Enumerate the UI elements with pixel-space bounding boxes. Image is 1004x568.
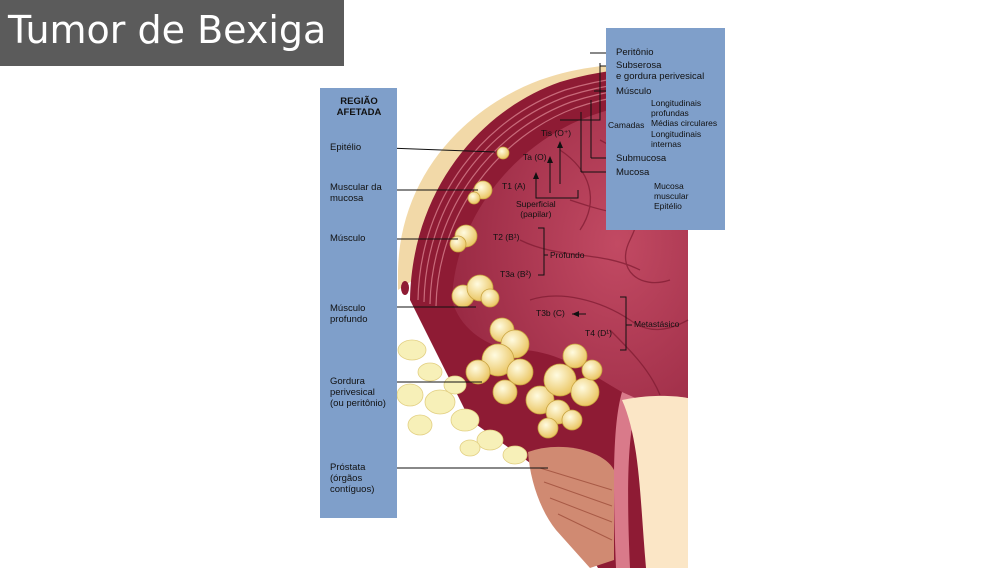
urethra [614, 392, 640, 568]
region-deep-muscle: Músculo profundo [330, 303, 368, 325]
layer-deep-longitudinal: Longitudinais profundas [651, 98, 702, 118]
prostate-lobules [539, 467, 613, 541]
affected-region-header: REGIÃO AFETADA [336, 96, 382, 118]
label-layers: Camadas [608, 120, 645, 130]
label-peritoneum: Peritônio [616, 47, 654, 58]
prostate [528, 446, 614, 568]
affected-region-panel [320, 88, 397, 518]
region-perivesical-fat: Gordura perivesical (ou peritônio) [330, 376, 386, 409]
stage-deep: Profundo [550, 250, 585, 260]
title-banner: Tumor de Bexiga [0, 0, 344, 66]
page-title: Tumor de Bexiga [8, 8, 327, 52]
mucosa-muscularis: Mucosa muscular [654, 181, 689, 201]
small-lesion [401, 281, 409, 295]
bladder-neck [622, 395, 688, 568]
region-muscle: Músculo [330, 233, 366, 244]
stage-superficial: Superficial (papilar) [516, 199, 556, 219]
stage-t3b: T3b (C) [536, 308, 565, 318]
stage-t3a: T3a (B²) [500, 269, 532, 279]
stage-metastatic: Metastásico [634, 319, 680, 329]
layer-internal-longitudinal: Longitudinais internas [651, 129, 702, 149]
layer-middle-circular: Médias circulares [651, 118, 718, 128]
stage-t4: T4 (D¹) [585, 328, 612, 338]
stage-t2: T2 (B¹) [493, 232, 520, 242]
label-submucosa: Submucosa [616, 153, 667, 164]
label-muscle-layer: Músculo [616, 86, 652, 97]
mucosa-epithelium: Epitélio [654, 201, 682, 211]
stage-ta: Ta (O) [523, 152, 547, 162]
region-muscularis-mucosa: Muscular da mucosa [330, 182, 382, 204]
label-subserosa: Subserosa e gordura perivesical [616, 60, 705, 82]
perivesical-fat [396, 339, 528, 465]
anatomy-layers-panel [606, 28, 725, 230]
mucosal-folds [519, 139, 689, 396]
stage-t1: T1 (A) [502, 181, 526, 191]
stage-tis: Tis (O⁺) [541, 128, 572, 138]
tumors [449, 146, 603, 439]
region-prostate: Próstata (órgãos contíguos) [330, 462, 375, 495]
label-mucosa: Mucosa [616, 167, 650, 178]
region-epithelium: Epitélio [330, 142, 362, 153]
